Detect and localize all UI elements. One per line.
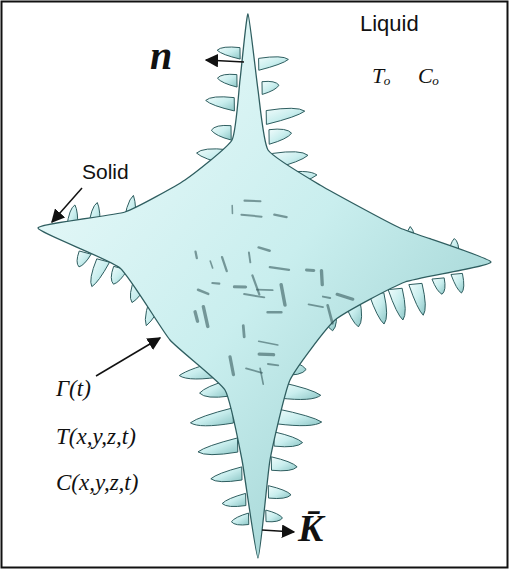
- far-field-value: Cₒ: [418, 64, 439, 88]
- surface-streak: [268, 311, 282, 313]
- field-function: C(x,y,z,t): [56, 470, 138, 495]
- side-branch: [211, 125, 231, 140]
- side-branch: [206, 97, 235, 111]
- side-branch: [266, 510, 283, 522]
- interface-leader: [96, 338, 160, 376]
- surface-streak: [328, 305, 333, 323]
- surface-streak: [231, 205, 233, 213]
- surface-streak: [281, 285, 285, 305]
- phase-name: Solid: [82, 160, 129, 183]
- side-branch: [217, 47, 240, 59]
- side-branch: [231, 513, 248, 525]
- dendrite-crystal: [38, 14, 491, 558]
- surface-streak: [210, 261, 212, 268]
- surface-streak: [320, 271, 324, 285]
- dendrite-body: [38, 14, 491, 558]
- side-branch: [217, 74, 237, 87]
- side-branch: [77, 251, 91, 267]
- side-branch: [276, 409, 322, 426]
- surface-streak: [222, 257, 227, 271]
- surface-streak: [196, 252, 197, 258]
- surface-streak: [306, 269, 313, 272]
- surface-streak: [244, 294, 264, 297]
- side-branch: [211, 467, 242, 482]
- surface-streak: [260, 368, 263, 384]
- normal-vector: n⃗: [150, 34, 203, 78]
- curvature-symbol: K̄: [298, 508, 323, 550]
- side-branch: [451, 273, 464, 293]
- field-function: T(x,y,z,t): [56, 424, 136, 449]
- solid-leader: [52, 188, 82, 222]
- side-branch: [271, 457, 297, 471]
- surface-streak: [198, 290, 208, 294]
- surface-streak: [323, 297, 330, 298]
- surface-streak: [257, 289, 273, 291]
- side-branch: [190, 408, 233, 426]
- surface-streak: [274, 215, 286, 217]
- surface-streak: [259, 352, 273, 356]
- side-branch: [91, 259, 110, 287]
- surface-streak: [337, 294, 353, 299]
- side-branch: [274, 432, 303, 447]
- surface-streak: [268, 364, 278, 365]
- side-branch: [259, 57, 289, 70]
- side-branch: [262, 81, 279, 94]
- side-branch: [269, 129, 292, 144]
- surface-streak: [259, 341, 278, 345]
- surface-streak: [230, 357, 233, 375]
- surface-streak: [249, 253, 250, 263]
- far-field-value: Tₒ: [372, 64, 391, 88]
- leader-arrows: [52, 60, 294, 532]
- surface-streak: [245, 200, 261, 203]
- surface-streak: [241, 215, 261, 217]
- surface-streak: [270, 267, 289, 270]
- side-branch: [222, 493, 246, 506]
- side-branch: [409, 283, 425, 315]
- interface-symbol: Γ(t): [56, 376, 91, 401]
- normal-arrow: [206, 60, 244, 62]
- surface-streak: [242, 326, 246, 337]
- side-branch: [198, 438, 238, 455]
- surface-streak: [246, 368, 262, 372]
- phase-name: Liquid: [360, 12, 419, 36]
- side-branch: [268, 486, 291, 499]
- surface-streak: [195, 312, 197, 321]
- surface-streak: [252, 275, 259, 294]
- curvature-arrow: [262, 530, 294, 532]
- side-branch: [432, 278, 445, 294]
- side-branch: [266, 108, 305, 124]
- surface-streak: [234, 285, 245, 288]
- surface-streak: [259, 247, 270, 250]
- surface-streak: [309, 304, 323, 307]
- surface-streak: [203, 307, 207, 327]
- surface-streak: [212, 282, 219, 285]
- side-branch: [388, 288, 405, 320]
